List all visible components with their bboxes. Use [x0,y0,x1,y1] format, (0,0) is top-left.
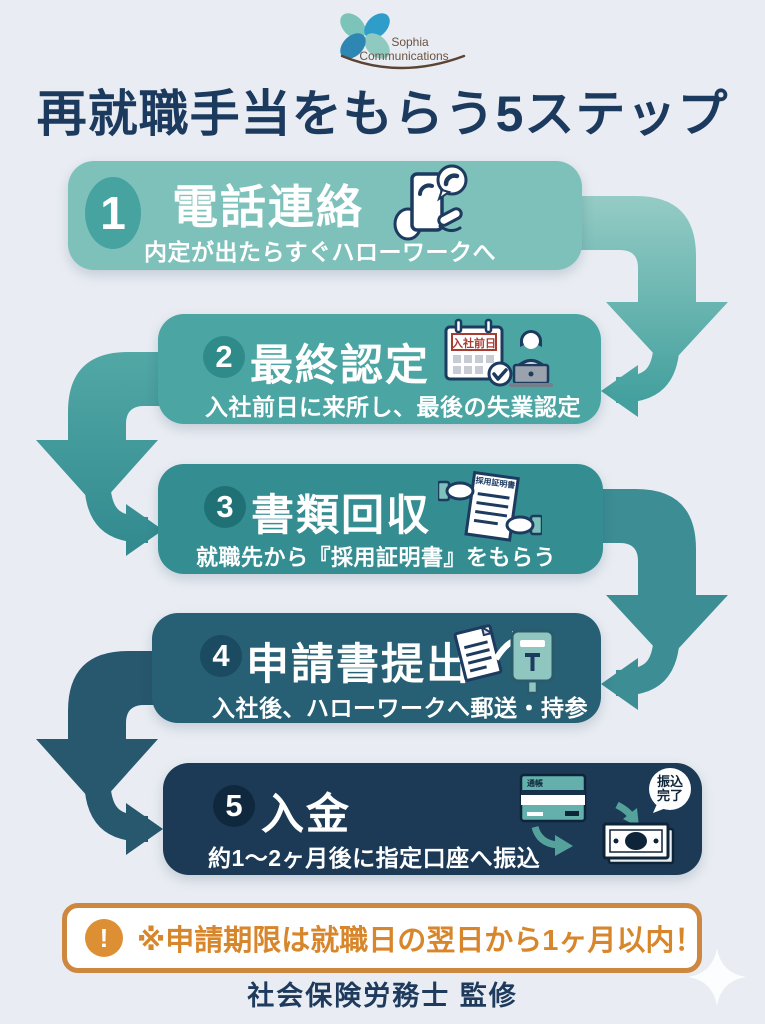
pinwheel-flower-icon [340,13,390,59]
step-4-number-badge: 4 [200,635,242,677]
sparkle-icon [688,948,746,1006]
step-3-subtitle: 就職先から『採用証明書』をもらう [196,545,557,570]
deadline-warning-box: ! ※申請期限は就職日の翌日から1ヶ月以内！ [62,903,704,973]
page-title: 再就職手当をもらう5ステップ [36,86,729,142]
passbook-label: 通帳 [527,778,543,788]
phone-call-icon [393,164,468,241]
step-4-subtitle: 入社後、ハローワークへ郵送・持参 [212,695,588,721]
step-2-number-badge: 2 [203,336,245,378]
step-3-number-badge: 3 [204,486,246,528]
step-2-title: 最終認定 [250,342,430,390]
step-1-number-badge: 1 [85,177,141,249]
logo-swoosh [340,54,466,70]
deadline-warning-text: ※申請期限は就職日の翌日から1ヶ月以内！ [137,925,704,957]
exclamation-icon: ! [85,919,123,957]
mail-postbox-icon [453,624,555,695]
step-5-box: 5 入金 約1〜2ヶ月後に指定口座へ振込 通帳 振込 完了 [163,763,702,875]
bank-transfer-icon: 通帳 振込 完了 [519,768,691,865]
step-5-subtitle: 約1〜2ヶ月後に指定口座へ振込 [208,845,541,871]
step-4-box: 4 申請書提出 入社後、ハローワークへ郵送・持参 [152,613,601,723]
logo-brand-line1: Sophia [391,35,429,49]
transfer-complete-line2: 完了 [657,788,683,803]
calendar-label: 入社前日 [452,336,496,350]
step-1-box: 1 電話連絡 内定が出たらすぐハローワークへ [68,161,582,270]
step-3-title: 書類回収 [251,492,431,540]
sophia-communications-logo: Sophia Communications [340,13,466,70]
document-handoff-icon: 採用証明書 [438,470,542,542]
step-2-subtitle: 入社前日に来所し、最後の失業認定 [205,394,581,420]
step-1-subtitle: 内定が出たらすぐハローワークへ [144,239,497,265]
step-5-number-badge: 5 [213,785,255,827]
logo-brand-line2: Communications [359,49,448,63]
arrow-step1-to-step2 [556,196,728,417]
supervisor-credit: 社会保険労務士 監修 [247,981,518,1011]
transfer-complete-line1: 振込 [657,774,684,789]
step-4-title: 申請書提出 [246,641,471,689]
step-5-title: 入金 [261,791,351,839]
step-3-box: 3 書類回収 就職先から『採用証明書』をもらう 採用証明書 [158,464,603,574]
step-1-title: 電話連絡 [172,181,364,233]
step-2-box: 2 最終認定 入社前日に来所し、最後の失業認定 入社前日 [158,314,601,424]
calendar-check-person-icon: 入社前日 [444,318,553,387]
